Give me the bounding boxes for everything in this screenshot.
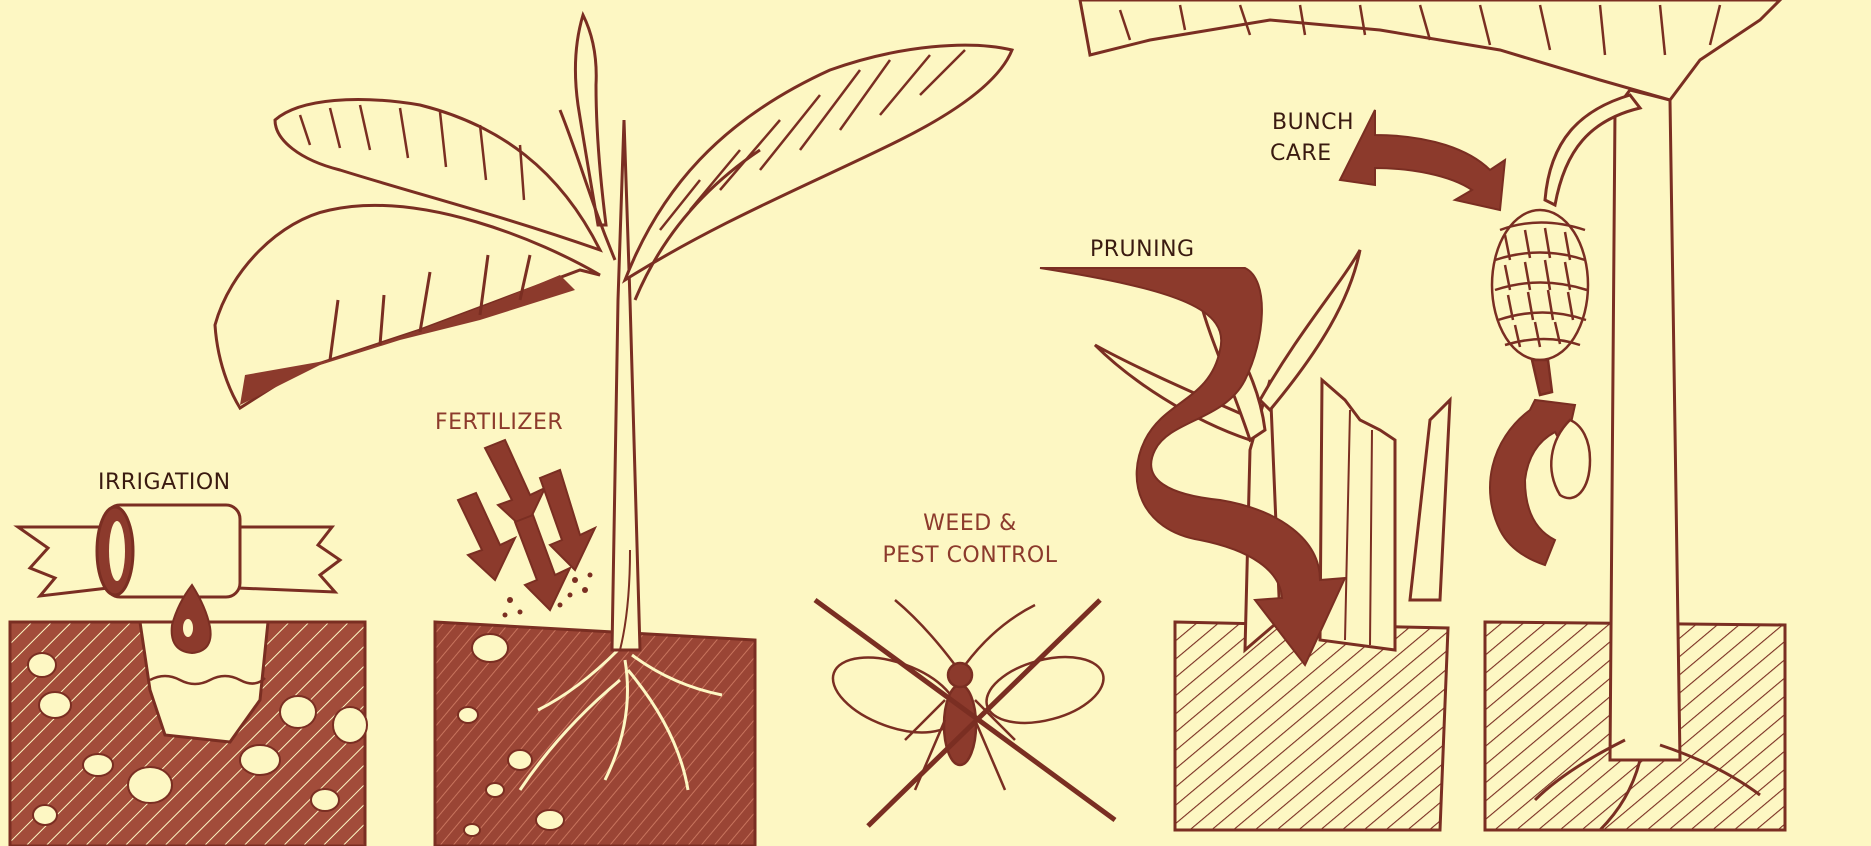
weed-pest-label-line2: PEST CONTROL — [883, 543, 1058, 568]
plant1-right-leaf — [625, 45, 1012, 280]
top-leaves — [1080, 0, 1780, 100]
weed-pest-section: WEED & PEST CONTROL — [815, 511, 1115, 826]
plant2-stem — [1610, 90, 1680, 760]
pruning-label: PRUNING — [1090, 237, 1195, 262]
irrigation-section: IRRIGATION — [10, 470, 367, 846]
bunch-care-label-line1: BUNCH — [1272, 110, 1354, 135]
pruning-section: PRUNING — [1040, 237, 1450, 830]
plant1-stem — [612, 120, 640, 650]
banana-bunch-icon — [1492, 210, 1588, 395]
fertilizer-arrows-icon — [458, 440, 595, 610]
bunch-care-arrow-icon — [1340, 110, 1505, 210]
weed-pest-label-line1: WEED & — [923, 511, 1017, 536]
pruning-arrow-icon — [1040, 268, 1345, 665]
pruning-leaf-2 — [1260, 250, 1360, 410]
irrigation-pipe — [18, 527, 108, 596]
fertilizer-label: FERTILIZER — [435, 410, 563, 435]
bunch-care-label-line2: CARE — [1270, 141, 1332, 166]
irrigation-label: IRRIGATION — [98, 470, 231, 495]
pipe-right-section — [238, 527, 340, 592]
